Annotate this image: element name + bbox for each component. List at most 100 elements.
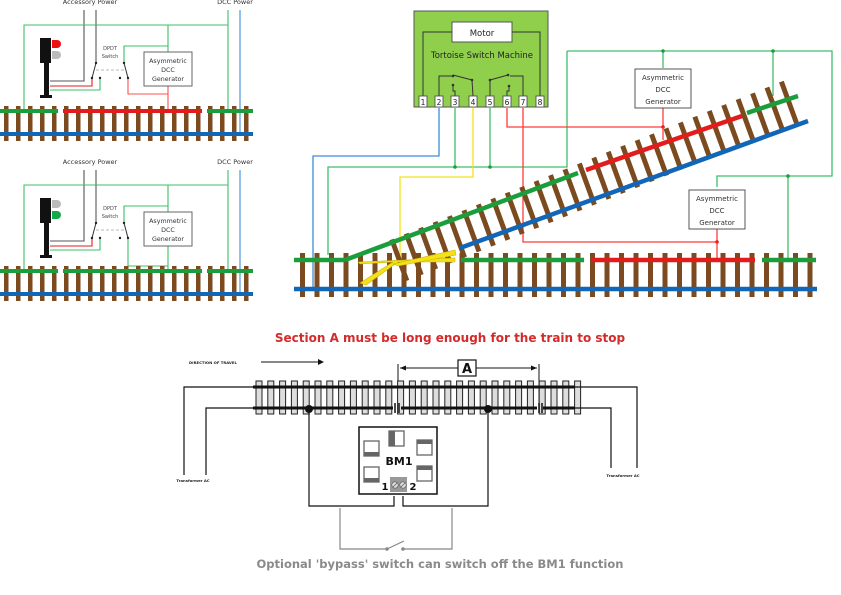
terminal-2-label: 2 bbox=[410, 482, 417, 493]
tie bbox=[590, 253, 595, 297]
direction-arrow bbox=[261, 359, 324, 365]
signal-mast bbox=[40, 198, 61, 258]
tie bbox=[764, 86, 785, 130]
svg-text:7: 7 bbox=[521, 98, 526, 107]
svg-text:6: 6 bbox=[505, 98, 510, 107]
bm1-diagram: DIRECTION OF TRAVEL A bbox=[176, 359, 640, 551]
panel-track-ties bbox=[4, 106, 249, 141]
generator-text-line: DCC bbox=[161, 67, 175, 74]
tie bbox=[314, 380, 322, 415]
tie bbox=[349, 380, 357, 415]
generator-text-line: DCC bbox=[709, 207, 724, 215]
tie bbox=[444, 380, 452, 415]
tie bbox=[691, 253, 697, 297]
turnout-generator-upper: Asymmetric DCC Generator bbox=[634, 68, 692, 109]
panel-wires bbox=[23, 10, 241, 135]
tie bbox=[548, 174, 568, 218]
tie bbox=[515, 380, 523, 415]
tie bbox=[314, 253, 320, 297]
bypass-switch bbox=[339, 508, 453, 550]
tie bbox=[546, 253, 552, 297]
tie bbox=[503, 380, 511, 415]
tortoise-pin-8: 8 bbox=[535, 95, 545, 108]
signal-lamp-bottom bbox=[52, 51, 61, 59]
dpdt-label: DPDT bbox=[103, 46, 118, 52]
transformer-left-label: Transformer AC bbox=[176, 478, 209, 483]
accessory-power-label: Accessory Power bbox=[63, 0, 118, 6]
generator-text-line: DCC bbox=[161, 227, 175, 234]
svg-text:4: 4 bbox=[471, 98, 476, 107]
tie bbox=[749, 253, 755, 297]
tie bbox=[677, 253, 682, 297]
bm1-module: BM1 1 2 bbox=[358, 426, 438, 495]
tie bbox=[575, 253, 581, 297]
accessory-power-label: Accessory Power bbox=[63, 158, 118, 166]
terminal-1-label: 1 bbox=[382, 482, 389, 493]
generator-text-line: Generator bbox=[645, 98, 681, 106]
tie bbox=[532, 253, 537, 297]
generator-text-line: Asymmetric bbox=[149, 58, 187, 65]
generator-text-line: DCC bbox=[655, 86, 670, 94]
tie bbox=[574, 380, 582, 415]
tortoise-label: Tortoise Switch Machine bbox=[430, 51, 533, 61]
bm1-track-ties bbox=[255, 380, 582, 415]
tie bbox=[735, 253, 740, 297]
tortoise-pin-2: 2 bbox=[434, 95, 444, 108]
tie bbox=[538, 380, 546, 415]
tie bbox=[401, 253, 407, 297]
tie bbox=[517, 253, 523, 297]
tie bbox=[255, 380, 263, 415]
tie bbox=[408, 380, 416, 415]
bm1-label: BM1 bbox=[386, 455, 413, 468]
tie bbox=[662, 253, 668, 297]
dcc-power-label: DCC Power bbox=[217, 158, 253, 166]
section-a-title: Section A must be long enough for the tr… bbox=[274, 331, 626, 345]
tie bbox=[619, 253, 624, 297]
panel-track-ties bbox=[4, 266, 249, 301]
tie bbox=[649, 133, 669, 177]
tie bbox=[721, 104, 742, 148]
panel-rails bbox=[0, 109, 253, 136]
tie bbox=[503, 253, 508, 297]
tie bbox=[430, 253, 436, 297]
tie bbox=[720, 253, 726, 297]
transformer-right-label: Transformer AC bbox=[606, 473, 639, 478]
signal-lamp-top bbox=[52, 200, 61, 208]
tie bbox=[343, 253, 349, 297]
tie bbox=[692, 115, 713, 159]
tie bbox=[779, 80, 799, 124]
tie bbox=[467, 380, 475, 415]
turnout-generator-lower: Asymmetric DCC Generator bbox=[688, 189, 746, 230]
tie bbox=[432, 380, 440, 415]
dpdt-label: DPDT bbox=[103, 206, 118, 212]
tie bbox=[358, 253, 363, 297]
svg-text:5: 5 bbox=[488, 98, 493, 107]
generator-text-line: Asymmetric bbox=[149, 218, 187, 225]
turnout-points bbox=[357, 257, 456, 286]
bm1-gaps bbox=[394, 403, 543, 413]
tortoise-pin-4: 4 bbox=[468, 95, 478, 108]
turnout-wires bbox=[312, 49, 833, 290]
tie bbox=[300, 253, 305, 297]
tie bbox=[420, 380, 428, 415]
signal-mast bbox=[40, 38, 61, 98]
motor-label: Motor bbox=[470, 29, 495, 39]
main-track-ties bbox=[300, 253, 813, 297]
signal-lamp-top bbox=[52, 40, 61, 48]
tie bbox=[706, 253, 711, 297]
tie bbox=[459, 253, 465, 297]
tortoise-pin-6: 6 bbox=[502, 95, 512, 108]
generator-text-line: Asymmetric bbox=[696, 195, 738, 203]
tie bbox=[445, 253, 450, 297]
tie bbox=[479, 380, 487, 415]
panel-wires bbox=[23, 170, 241, 295]
bm1-wiring bbox=[183, 386, 638, 507]
section-a-label: A bbox=[462, 362, 472, 377]
tie bbox=[750, 92, 770, 136]
tie bbox=[663, 127, 684, 171]
bm1-rails bbox=[253, 385, 575, 410]
tie bbox=[561, 253, 566, 297]
dcc-power-label: DCC Power bbox=[217, 0, 253, 6]
